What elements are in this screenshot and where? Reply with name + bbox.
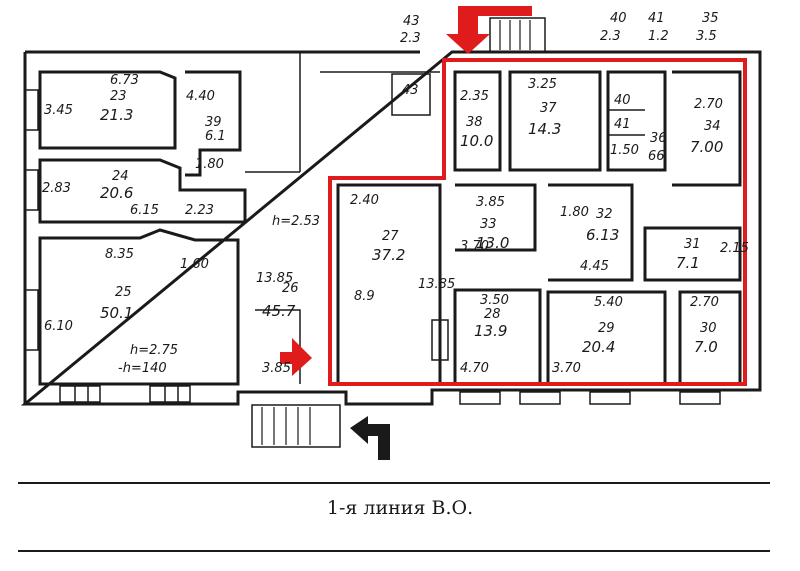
- room-34-dim: 2.70: [694, 97, 723, 112]
- room-30-number: 30: [700, 321, 717, 336]
- room-37-dim: 3.25: [528, 77, 557, 92]
- room-23-dim-top: 6.73: [110, 73, 139, 88]
- room-34-number: 34: [704, 119, 721, 134]
- left-rooms: [38, 52, 440, 386]
- room-41-inner-number: 41: [614, 117, 631, 132]
- room-39-dim: 1.80: [195, 157, 224, 172]
- room-40-number: 40: [610, 11, 627, 26]
- room-24-area: 20.6: [100, 184, 133, 202]
- room-26-dim-bottom: 3.85: [262, 361, 291, 376]
- room-23-area: 21.3: [100, 106, 133, 124]
- entrance-arrow-street-icon: [350, 416, 390, 460]
- room-33-dim-left: 3.70: [460, 239, 489, 254]
- highlighted-premises-outline: [328, 58, 747, 386]
- room-26-area: 45.7: [262, 302, 296, 320]
- room-34-area: 7.00: [690, 138, 723, 156]
- room-32-area: 6.13: [586, 226, 619, 244]
- room-27-dim-left: 8.9: [354, 289, 375, 304]
- room-31-dim: 2.15: [720, 241, 749, 256]
- room-41-area: 1.2: [648, 29, 669, 44]
- room-37-number: 37: [540, 101, 557, 116]
- room-25-dim-top: 8.35: [105, 247, 134, 262]
- room-labels: 43 2.3 40 2.3 41 1.2 35 3.5 6.73 23 21.3…: [42, 11, 749, 376]
- room-32-dim-left: 1.80: [560, 205, 589, 220]
- room-27-number: 27: [382, 229, 399, 244]
- room-25-number: 25: [115, 285, 132, 300]
- room-27-dim-right: 13.85: [418, 277, 455, 292]
- room-25-dim-left: 6.10: [44, 319, 73, 334]
- room-33-area: 13.0: [476, 234, 509, 252]
- room-38-area: 10.0: [460, 132, 493, 150]
- room-29-dim: 5.40: [594, 295, 623, 310]
- room-28-dim-left: 4.70: [460, 361, 489, 376]
- room-31-area: 7.1: [676, 254, 700, 272]
- room-25-height: h=2.75: [130, 343, 178, 358]
- room-25-height-2: -h=140: [118, 361, 167, 376]
- room-23-number: 23: [110, 89, 127, 104]
- right-rooms: [336, 70, 742, 386]
- room-28-number: 28: [484, 307, 501, 322]
- room-40-inner-number: 40: [614, 93, 631, 108]
- room-39-number: 39: [205, 115, 222, 130]
- room-31-number: 31: [684, 237, 701, 252]
- room-39-area: 6.1: [205, 129, 226, 144]
- room-43-number: 43: [402, 83, 419, 98]
- room-32-dim-bottom: 4.45: [580, 259, 609, 274]
- room-24-dim-width-2: 2.23: [185, 203, 214, 218]
- room-36-number: 36: [650, 131, 667, 146]
- bottom-staircase: [251, 404, 341, 448]
- room-23-dim-left: 3.45: [44, 103, 73, 118]
- room-38-number: 38: [466, 115, 483, 130]
- windows: [24, 89, 721, 405]
- room-30-area: 7.0: [694, 338, 718, 356]
- room-28-area: 13.9: [474, 322, 507, 340]
- room-35-number: 35: [702, 11, 719, 26]
- room-32-number: 32: [596, 207, 613, 222]
- room-26-dim: 13.85: [256, 271, 293, 286]
- room-29-dim-left: 3.70: [552, 361, 581, 376]
- room-24-dim-left: 2.83: [42, 181, 71, 196]
- room-24-number: 24: [112, 169, 129, 184]
- room-40-area: 2.3: [600, 29, 621, 44]
- room-23-dim-right: 4.40: [186, 89, 215, 104]
- room-38-dim: 2.35: [460, 89, 489, 104]
- entrance-arrow-top-icon: [446, 6, 532, 54]
- room-25-area: 50.1: [100, 304, 133, 322]
- room-27-area: 37.2: [372, 246, 405, 264]
- room-24-dim-width: 6.15: [130, 203, 159, 218]
- room-43-top-area: 2.3: [400, 31, 421, 46]
- room-28-dim: 3.50: [480, 293, 509, 308]
- room-41-number: 41: [648, 11, 665, 26]
- room-25-dim-top-2: 1.60: [180, 257, 209, 272]
- room-36-area: 66: [648, 149, 665, 164]
- room-33-number: 33: [480, 217, 497, 232]
- room-41-inner-dim: 1.50: [610, 143, 639, 158]
- room-30-dim: 2.70: [690, 295, 719, 310]
- room-35-area: 3.5: [696, 29, 717, 44]
- room-29-area: 20.4: [582, 338, 615, 356]
- room-33-dim: 3.85: [476, 195, 505, 210]
- street-rule-top: [18, 482, 770, 484]
- room-27-dim-top: 2.40: [350, 193, 379, 208]
- room-37-area: 14.3: [528, 120, 561, 138]
- entrance-arrow-bottom-icon: [270, 338, 312, 382]
- street-rule-bottom: [18, 550, 770, 552]
- room-26-number: 26: [282, 281, 299, 296]
- room-26-height: h=2.53: [272, 214, 320, 229]
- top-staircase: [489, 17, 546, 53]
- room-29-number: 29: [598, 321, 615, 336]
- room-43-top-number: 43: [403, 14, 420, 29]
- street-name: 1-я линия В.О.: [326, 497, 474, 519]
